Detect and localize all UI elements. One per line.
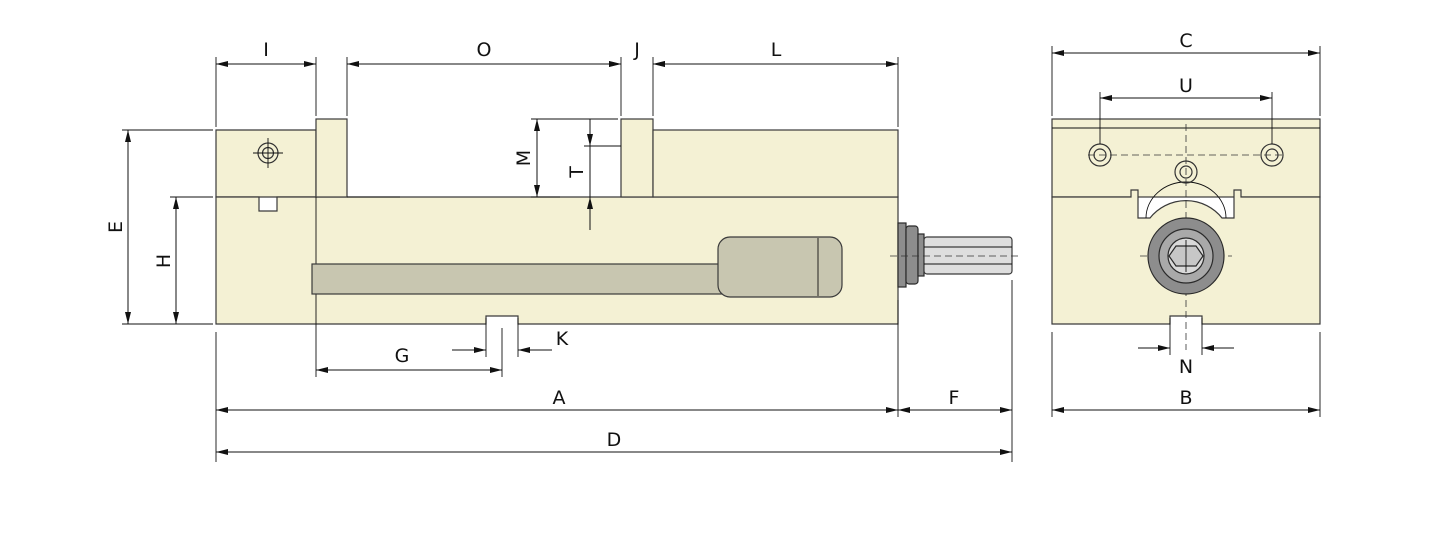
dim-label-C: C bbox=[1179, 30, 1192, 52]
dim-label-D: D bbox=[607, 429, 622, 451]
screw-knob bbox=[890, 222, 1020, 288]
fixed-jaw bbox=[215, 129, 317, 198]
fixed-jaw-plate bbox=[315, 118, 348, 198]
center-hole-icon bbox=[1174, 160, 1198, 184]
dim-label-I: I bbox=[263, 39, 269, 61]
end-view: C U N B bbox=[1051, 30, 1321, 417]
handle-bar bbox=[311, 263, 723, 295]
dim-label-B: B bbox=[1179, 387, 1192, 409]
dim-label-T: T bbox=[566, 166, 588, 179]
hex-screw-icon bbox=[1147, 217, 1225, 295]
dim-label-O: O bbox=[477, 39, 492, 61]
mounting-hole-icon bbox=[253, 138, 283, 168]
dim-label-J: J bbox=[633, 39, 640, 61]
handle-grip bbox=[717, 236, 843, 298]
dim-label-H: H bbox=[153, 254, 175, 268]
dim-label-N: N bbox=[1179, 356, 1193, 378]
movable-jaw-plate bbox=[620, 118, 654, 198]
dim-label-F: F bbox=[949, 387, 960, 409]
movable-jaw bbox=[652, 129, 899, 198]
dim-label-A: A bbox=[553, 387, 566, 409]
dim-label-G: G bbox=[395, 345, 410, 367]
dim-label-L: L bbox=[771, 39, 782, 61]
dim-label-M: M bbox=[513, 150, 535, 166]
side-view: I O J L E H M T bbox=[105, 39, 1020, 462]
dim-label-E: E bbox=[105, 221, 127, 233]
dim-label-K: K bbox=[556, 328, 569, 350]
dim-label-U: U bbox=[1179, 75, 1193, 97]
